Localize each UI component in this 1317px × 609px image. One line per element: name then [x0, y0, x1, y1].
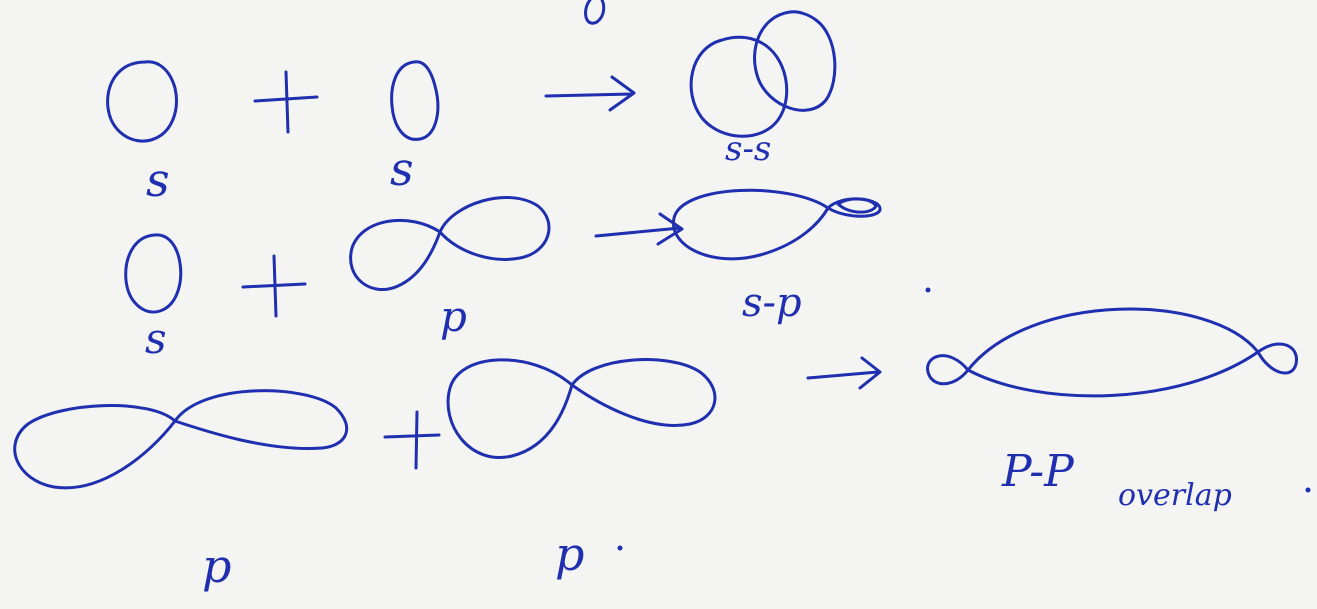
p-label-1: p [440, 292, 467, 341]
s-p-overlap [672, 188, 882, 261]
p-p-overlap-label: P-P [1001, 446, 1075, 497]
s-orbital-row2 [124, 233, 183, 314]
s-s-overlap [689, 10, 837, 138]
s-orbital-left [106, 60, 178, 143]
p-p-overlap [926, 307, 1298, 398]
reaction-arrow-1 [544, 75, 636, 112]
s-label-3: s [145, 314, 167, 363]
s-p-label: s-p [742, 280, 802, 326]
p-label-3: p [555, 527, 584, 581]
s-label-2: s [390, 142, 414, 196]
plus-sign-3 [383, 410, 441, 470]
p-label-2: p [202, 539, 231, 593]
stray-dot-1 [925, 287, 931, 293]
overlap-word: overlap [1118, 478, 1232, 513]
stray-mark [584, 0, 606, 25]
s-s-label: s-s [725, 129, 771, 169]
p-orbital-row2 [349, 196, 551, 292]
plus-sign-1 [253, 70, 319, 134]
reaction-arrow-3 [806, 356, 882, 390]
stray-dot-3 [617, 545, 623, 551]
p-orbital-left [13, 389, 349, 490]
s-orbital-right [390, 60, 440, 141]
plus-sign-2 [241, 254, 307, 318]
stray-dot-2 [1305, 487, 1311, 493]
reaction-arrow-2 [594, 212, 684, 246]
p-orbital-right [446, 358, 717, 459]
s-label-1: s [146, 153, 170, 207]
